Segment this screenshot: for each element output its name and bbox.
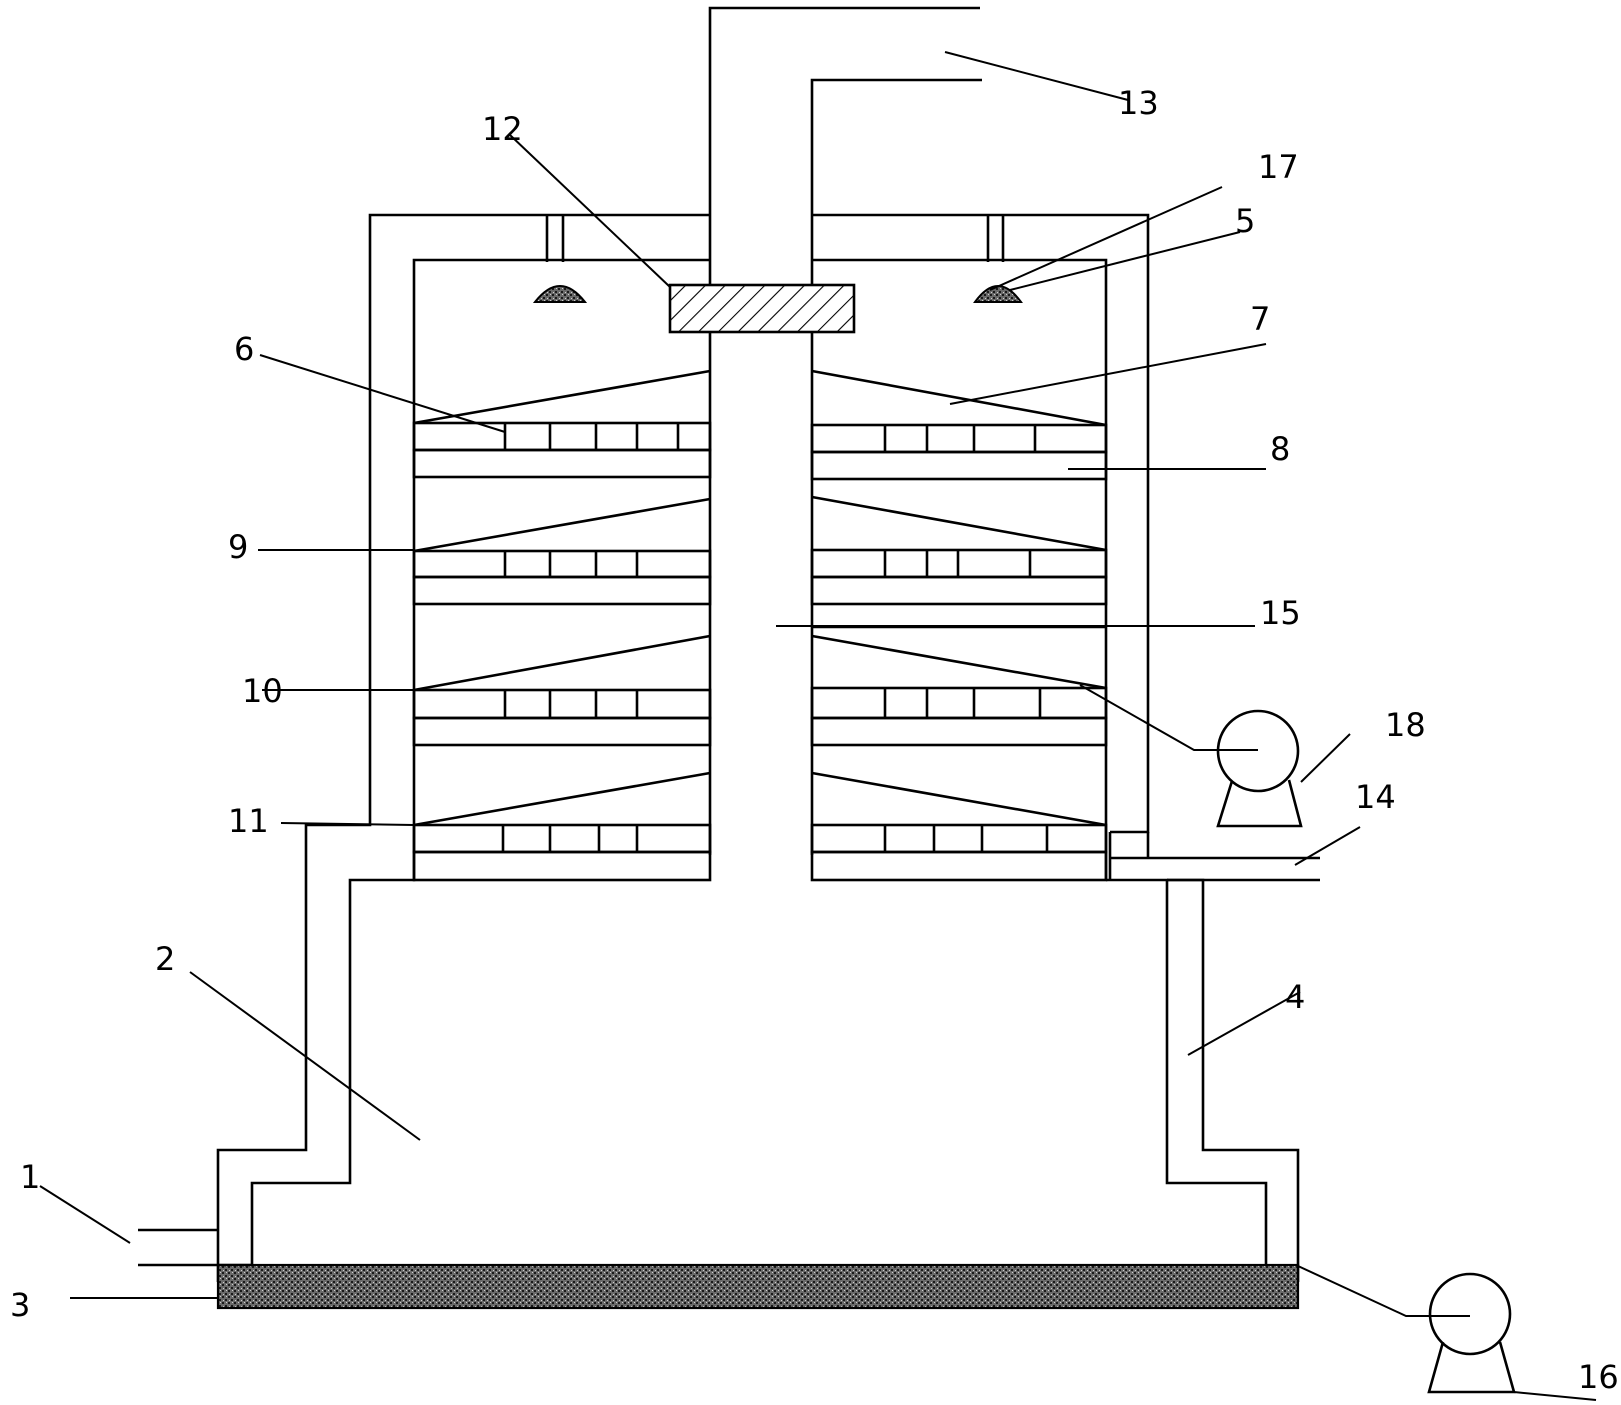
label-2: 2 bbox=[155, 940, 175, 978]
tier-3 bbox=[412, 634, 1108, 747]
leader-lines bbox=[39, 51, 1597, 1401]
label-11: 11 bbox=[228, 802, 269, 840]
label-4: 4 bbox=[1285, 978, 1305, 1016]
hatched-plug bbox=[668, 283, 856, 334]
outer-shell bbox=[216, 213, 1300, 1282]
label-10: 10 bbox=[242, 672, 283, 710]
number-labels: 13 12 17 5 7 6 8 9 15 10 18 14 11 2 4 1 … bbox=[10, 84, 1619, 1396]
nozzle-left bbox=[532, 215, 588, 303]
label-9: 9 bbox=[228, 528, 248, 566]
label-7: 7 bbox=[1250, 300, 1270, 338]
label-14: 14 bbox=[1355, 778, 1396, 816]
label-5: 5 bbox=[1235, 202, 1255, 240]
upper-fan bbox=[1079, 684, 1303, 828]
label-6: 6 bbox=[234, 330, 254, 368]
label-18: 18 bbox=[1385, 706, 1426, 744]
chimney bbox=[708, 6, 982, 855]
label-13: 13 bbox=[1118, 84, 1159, 122]
label-16: 16 bbox=[1578, 1358, 1619, 1396]
label-15: 15 bbox=[1260, 594, 1301, 632]
tier-2 bbox=[412, 495, 1108, 629]
grit-bed bbox=[216, 1263, 1300, 1310]
outlet-pipe bbox=[1108, 832, 1320, 882]
label-1: 1 bbox=[20, 1158, 40, 1196]
lower-fan bbox=[1297, 1265, 1516, 1394]
label-17: 17 bbox=[1258, 148, 1299, 186]
inlet-pipe bbox=[138, 1228, 252, 1267]
label-12: 12 bbox=[482, 110, 523, 148]
tier-1 bbox=[412, 369, 1108, 481]
label-3: 3 bbox=[10, 1286, 30, 1324]
label-8: 8 bbox=[1270, 430, 1290, 468]
inner-chamber bbox=[250, 258, 1268, 1265]
tier-4 bbox=[412, 771, 1108, 882]
